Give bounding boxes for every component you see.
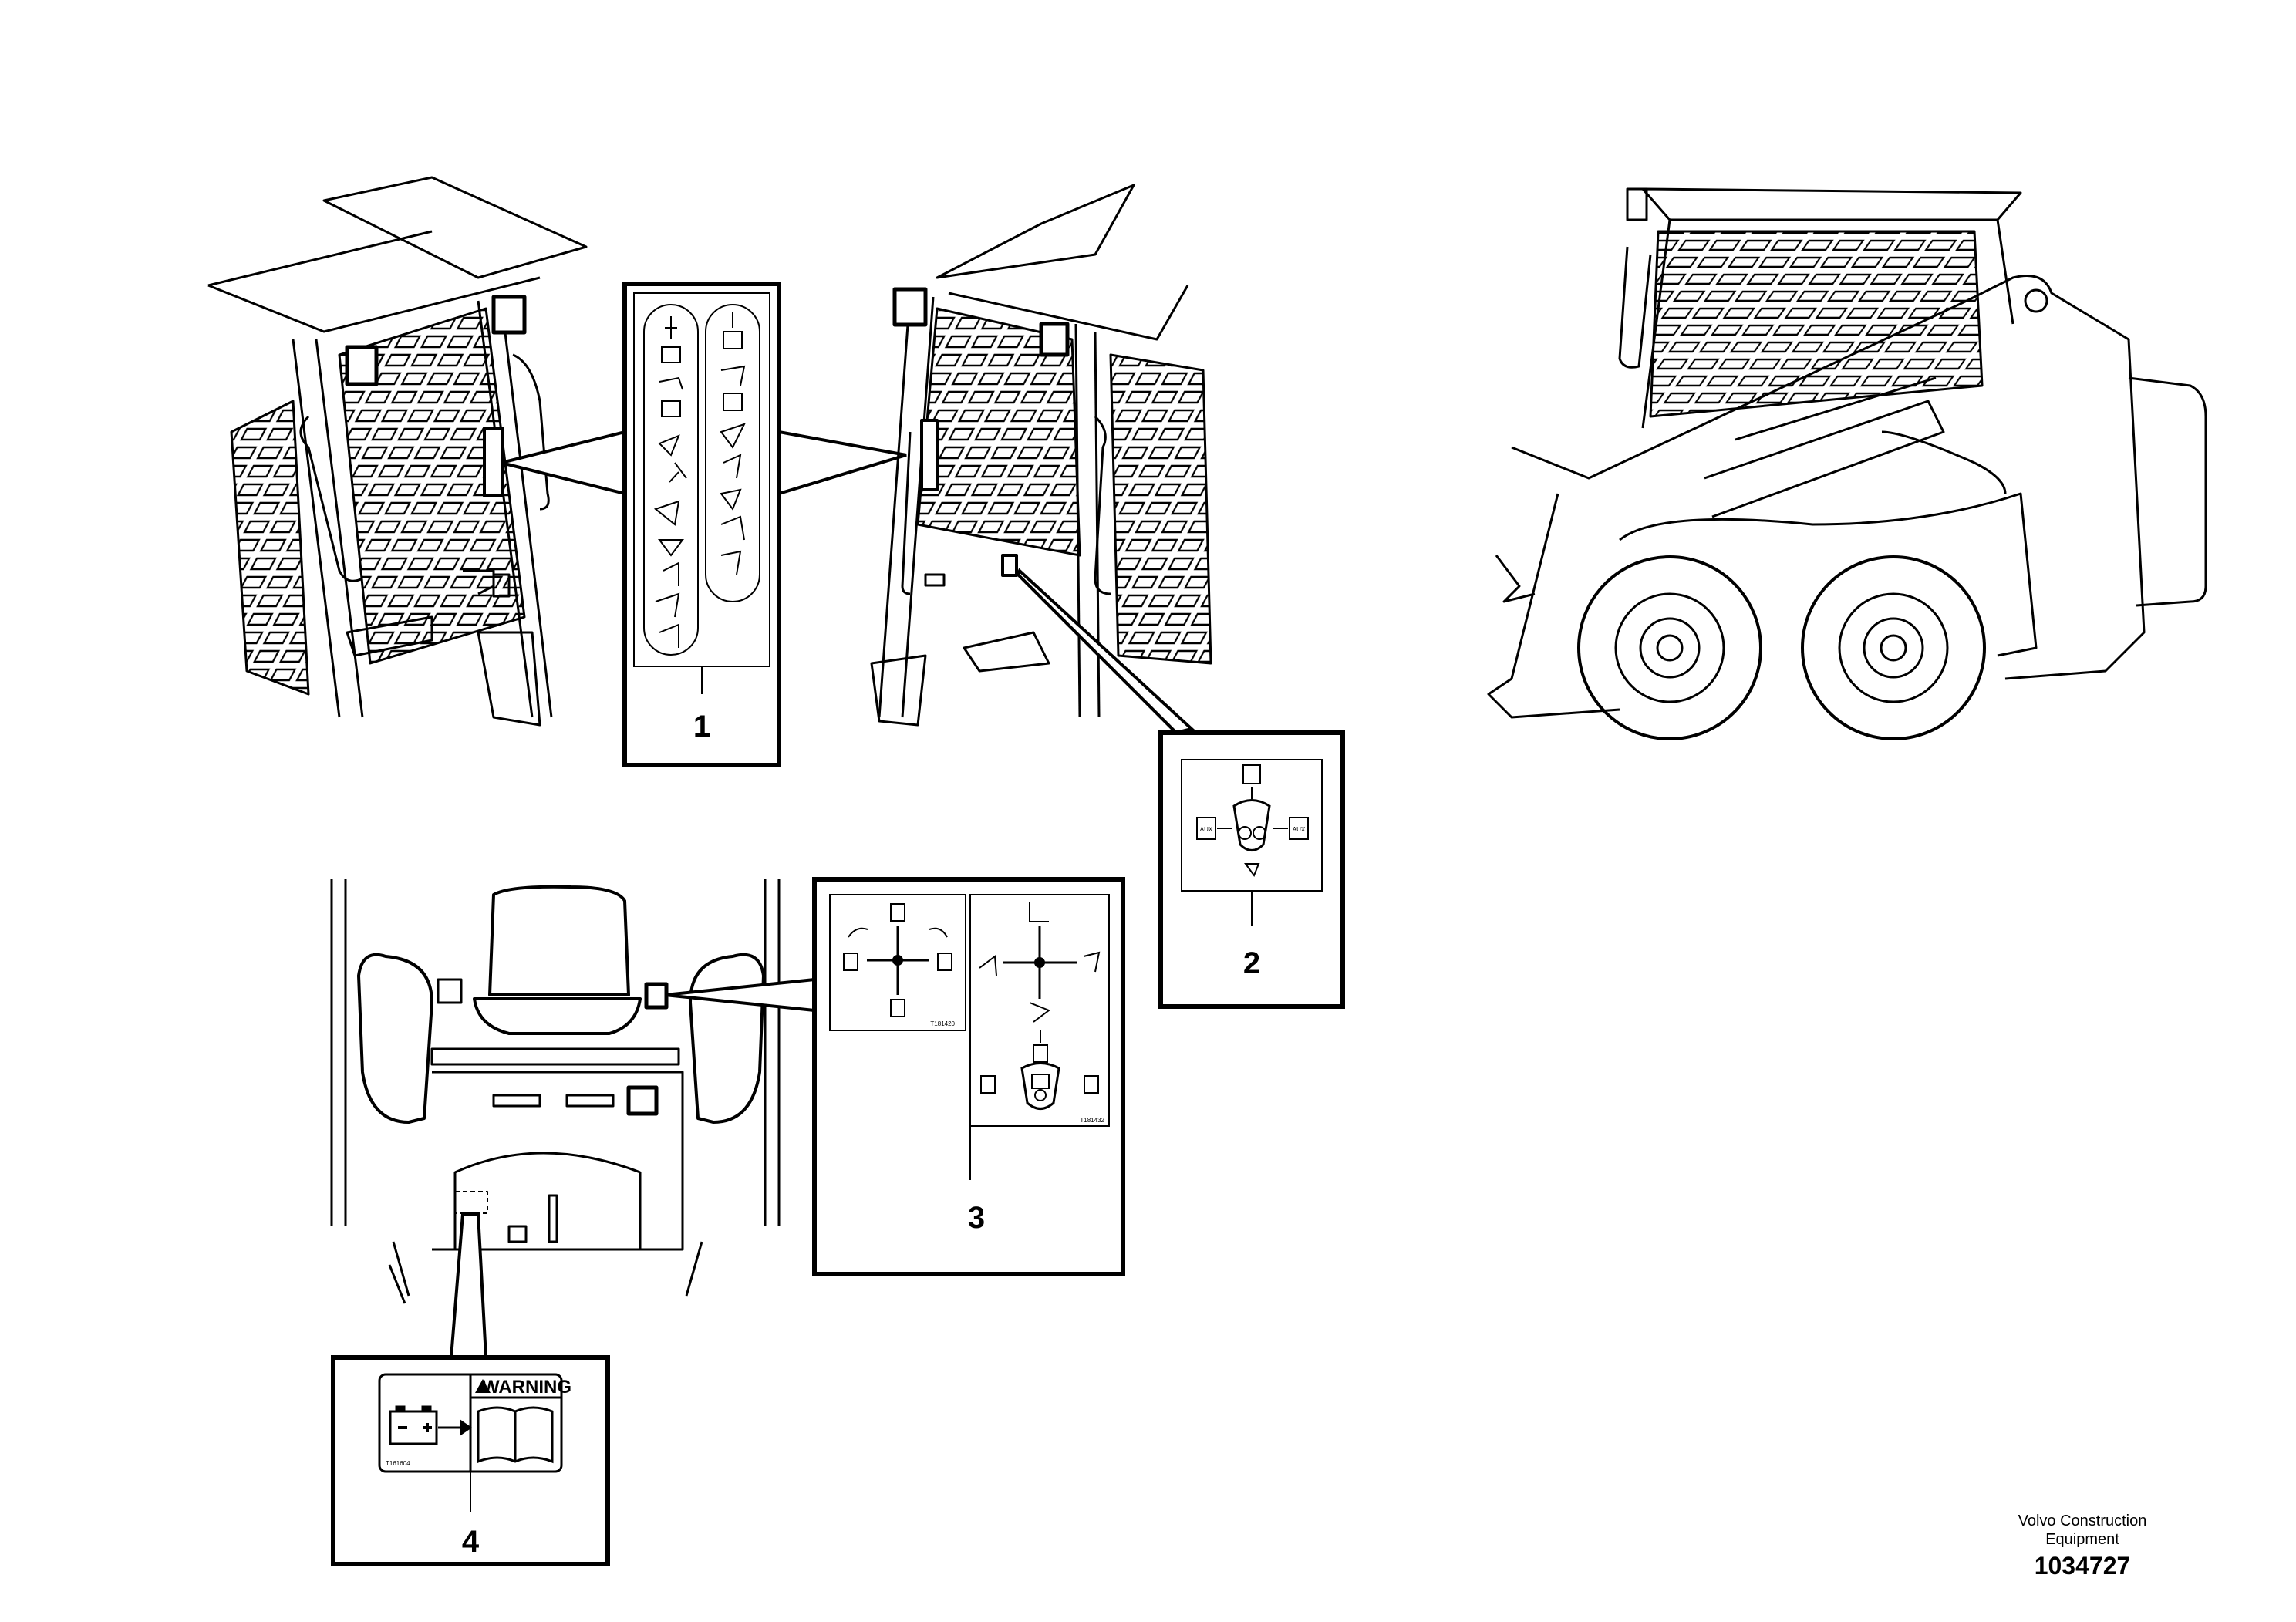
aux-label-right: AUX bbox=[1293, 826, 1306, 833]
code-right-panel: T181432 bbox=[1080, 1117, 1104, 1124]
joystick-symbols-right bbox=[720, 312, 746, 575]
callout-box-1: 1 bbox=[622, 282, 781, 767]
warning-word: WARNING bbox=[482, 1377, 571, 1398]
code-left-panel: T181420 bbox=[930, 1020, 955, 1027]
callout-3-number: 3 bbox=[968, 1201, 985, 1235]
manufacturer-line-1: Volvo Construction bbox=[2018, 1512, 2147, 1529]
callout-box-4: WARNING T161604 4 bbox=[331, 1355, 610, 1566]
manufacturer-line-2: Equipment bbox=[2045, 1531, 2119, 1548]
loader-control-symbol bbox=[979, 902, 1101, 1110]
drive-control-symbol bbox=[843, 903, 952, 1017]
leader-4 bbox=[449, 1212, 488, 1359]
leader-2 bbox=[1016, 568, 1195, 735]
battery-icon bbox=[389, 1405, 438, 1445]
callout-box-3: T181420 T181432 3 bbox=[812, 877, 1125, 1276]
leader-1b bbox=[777, 430, 907, 496]
callout-2-number: 2 bbox=[1243, 946, 1260, 980]
manual-book-icon bbox=[477, 1406, 554, 1464]
aux-label-left: AUX bbox=[1200, 826, 1213, 833]
aux-control-symbol bbox=[1196, 764, 1309, 878]
warning-decal-code: T161604 bbox=[386, 1460, 410, 1467]
skid-steer-loader bbox=[1487, 187, 2207, 740]
callout-1-number: 1 bbox=[693, 710, 710, 744]
manufacturer-name: Volvo Construction Equipment bbox=[1974, 1512, 2190, 1549]
leader-3 bbox=[664, 977, 816, 1013]
joystick-symbols-left bbox=[653, 316, 687, 648]
leader-1 bbox=[501, 430, 626, 496]
callout-4-number: 4 bbox=[462, 1525, 480, 1559]
cab-right-view bbox=[870, 184, 1212, 727]
cab-left-view bbox=[207, 176, 588, 727]
cab-front-view bbox=[330, 879, 781, 1304]
document-number: 1034727 bbox=[2034, 1552, 2131, 1580]
callout-box-2: AUX AUX 2 bbox=[1158, 730, 1345, 1009]
